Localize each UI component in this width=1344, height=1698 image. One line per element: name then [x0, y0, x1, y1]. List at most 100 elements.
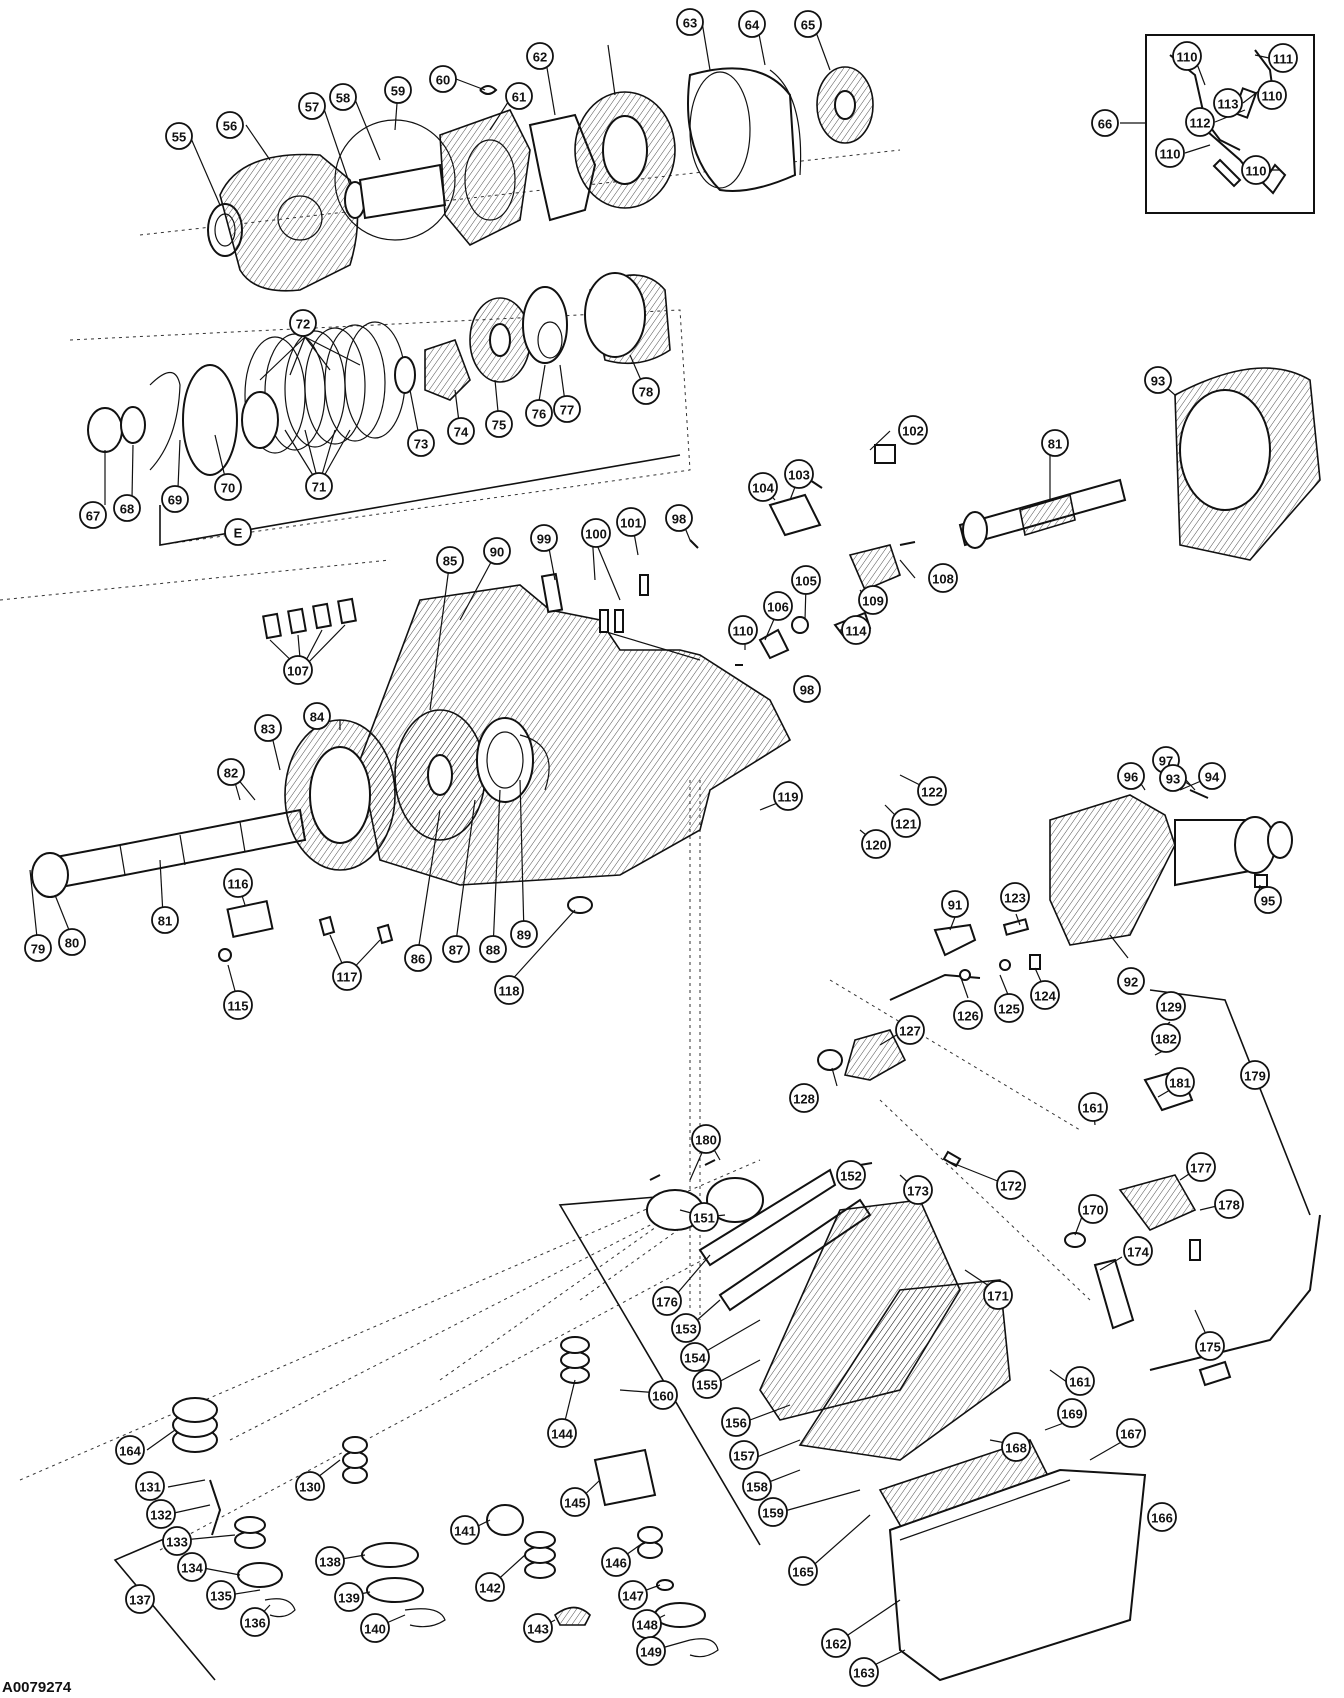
callout-circle — [161, 485, 189, 513]
callout-number: 129 — [1160, 1000, 1182, 1015]
callout-circle — [917, 776, 947, 806]
callout-number: 98 — [672, 512, 686, 527]
callout-101: 101 — [616, 507, 646, 537]
callout-116: 116 — [223, 868, 253, 898]
callout-number: 63 — [683, 16, 697, 31]
callout-circle — [1001, 1432, 1031, 1462]
callout-182: 182 — [1151, 1023, 1181, 1053]
callout-number: 59 — [391, 84, 405, 99]
callout-number: 166 — [1151, 1511, 1173, 1526]
callout-168: 168 — [1001, 1432, 1031, 1462]
callout-circle — [729, 1440, 759, 1470]
callout-circle — [692, 1369, 722, 1399]
callout-161: 161 — [1065, 1366, 1095, 1396]
callout-127: 127 — [895, 1015, 925, 1045]
callout-number: 80 — [65, 936, 79, 951]
callout-circle — [1165, 1067, 1195, 1097]
callout-152: 152 — [836, 1160, 866, 1190]
callout-69: 69 — [161, 485, 189, 513]
callout-58: 58 — [329, 83, 357, 111]
callout-84: 84 — [303, 702, 331, 730]
callout-129: 129 — [1156, 991, 1186, 1021]
callout-circle — [742, 1471, 772, 1501]
callout-circle — [1198, 762, 1226, 790]
callout-circle — [794, 10, 822, 38]
callout-number: 107 — [287, 664, 309, 679]
callout-number: 73 — [414, 437, 428, 452]
callout-circle — [177, 1552, 207, 1582]
callout-100: 100 — [581, 518, 611, 548]
callout-149: 149 — [636, 1636, 666, 1666]
callout-115: 115 — [223, 990, 253, 1020]
callout-179: 179 — [1240, 1060, 1270, 1090]
callout-57: 57 — [298, 92, 326, 120]
callout-number: 124 — [1034, 989, 1056, 1004]
callout-circle — [151, 906, 179, 934]
callout-156: 156 — [721, 1407, 751, 1437]
callout-137: 137 — [125, 1584, 155, 1614]
callout-number: 132 — [150, 1508, 172, 1523]
callout-number: 123 — [1004, 891, 1026, 906]
callout-number: 57 — [305, 100, 319, 115]
callout-170: 170 — [1078, 1194, 1108, 1224]
callout-circle — [748, 472, 778, 502]
callout-number: 121 — [895, 817, 917, 832]
callout-circle — [483, 537, 511, 565]
callout-67: 67 — [79, 501, 107, 529]
callout-106: 106 — [763, 591, 793, 621]
callout-59: 59 — [384, 76, 412, 104]
callout-154: 154 — [680, 1342, 710, 1372]
callout-circle — [240, 1607, 270, 1637]
callout-number: 153 — [675, 1322, 697, 1337]
callout-171: 171 — [983, 1280, 1013, 1310]
callout-number: 104 — [752, 481, 774, 496]
part-drawings — [0, 34, 1321, 1682]
callout-number: 71 — [312, 480, 326, 495]
callout-119: 119 — [773, 781, 803, 811]
callout-circle — [436, 546, 464, 574]
callout-number: 125 — [998, 1002, 1020, 1017]
callout-circle — [1257, 80, 1287, 110]
callout-number: 143 — [527, 1622, 549, 1637]
callout-120: 120 — [861, 829, 891, 859]
callout-circle — [450, 1515, 480, 1545]
callout-circle — [526, 42, 554, 70]
callout-148: 148 — [632, 1609, 662, 1639]
callout-55: 55 — [165, 122, 193, 150]
callout-75: 75 — [485, 410, 513, 438]
callout-circle — [1159, 764, 1187, 792]
callout-circle — [334, 1582, 364, 1612]
callout-circle — [903, 1175, 933, 1205]
callout-number: 116 — [228, 877, 249, 892]
callout-number: 89 — [517, 928, 531, 943]
callout-number: 162 — [825, 1637, 847, 1652]
callout-111: 111 — [1268, 43, 1298, 73]
callout-165: 165 — [788, 1556, 818, 1586]
callout-number: 159 — [762, 1506, 784, 1521]
callout-circle — [553, 395, 581, 423]
callout-circle — [407, 429, 435, 457]
callout-134: 134 — [177, 1552, 207, 1582]
callout-number: 141 — [454, 1524, 476, 1539]
callout-circle — [849, 1657, 879, 1687]
callout-number: 178 — [1218, 1198, 1240, 1213]
callout-circle — [821, 1628, 851, 1658]
callout-164: 164 — [115, 1435, 145, 1465]
callout-circle — [1147, 1502, 1177, 1532]
callout-number: 170 — [1082, 1203, 1104, 1218]
callout-163: 163 — [849, 1657, 879, 1687]
callout-153: 153 — [671, 1313, 701, 1343]
callout-number: 93 — [1151, 374, 1165, 389]
callout-number: 154 — [684, 1351, 706, 1366]
callout-circle — [1240, 1060, 1270, 1090]
callout-number: 110 — [1177, 50, 1198, 65]
callout-circle — [1195, 1331, 1225, 1361]
callout-circle — [283, 655, 313, 685]
callout-number: 163 — [853, 1666, 875, 1681]
callout-circle — [442, 935, 470, 963]
callout-circle — [1214, 1189, 1244, 1219]
callout-circle — [953, 1000, 983, 1030]
callout-number: 145 — [564, 1496, 586, 1511]
callout-circle — [793, 675, 821, 703]
callout-160: 160 — [648, 1380, 678, 1410]
